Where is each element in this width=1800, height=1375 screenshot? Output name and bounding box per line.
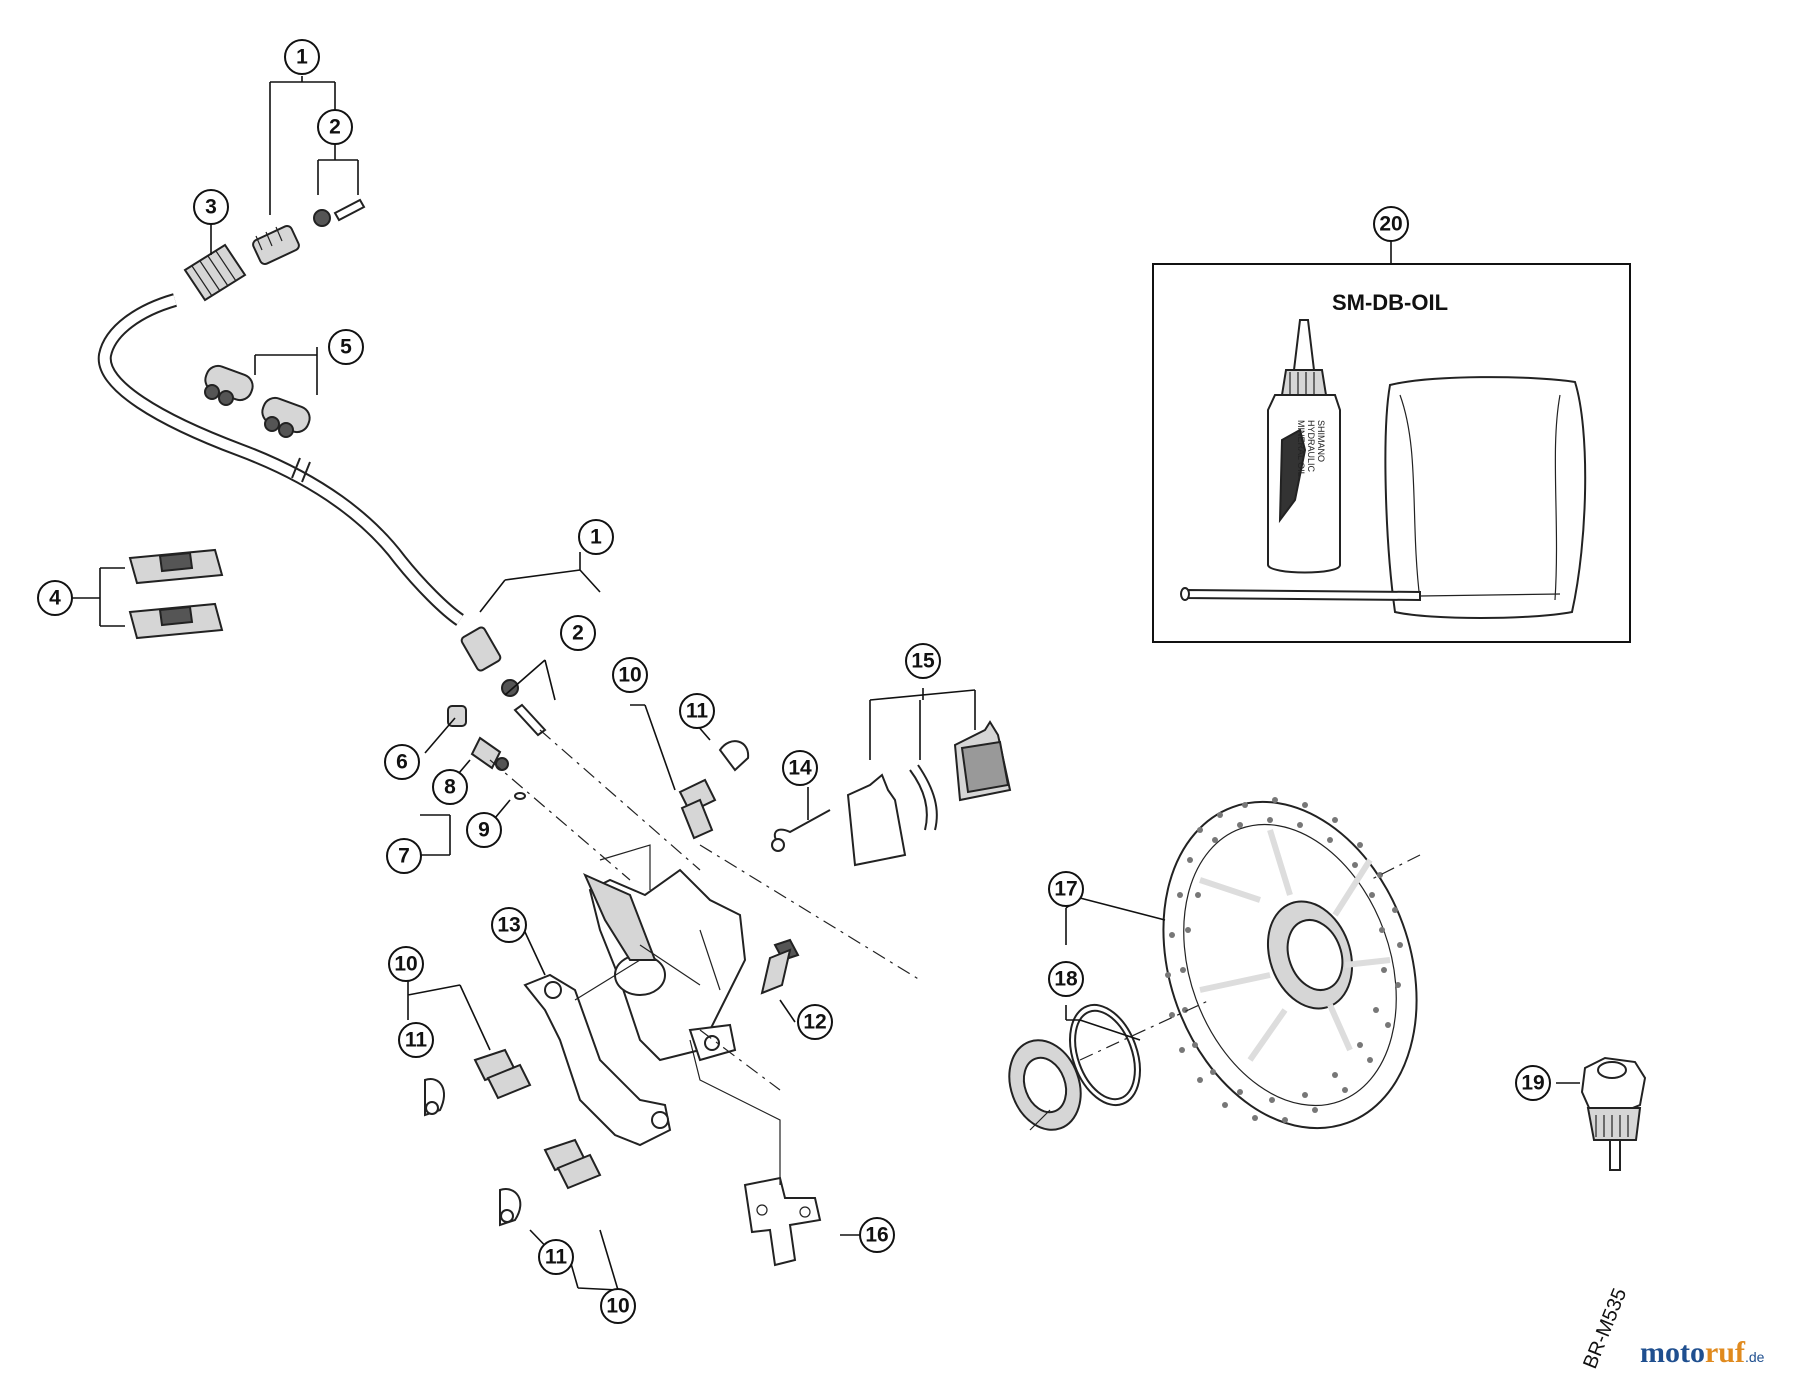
callout-number: 2 bbox=[572, 622, 584, 645]
callout-20: 20 bbox=[1373, 206, 1409, 242]
assembly-lines bbox=[489, 729, 1421, 1185]
model-code: BR-M535 bbox=[1579, 1285, 1631, 1372]
callout-number: 19 bbox=[1521, 1072, 1544, 1095]
callout-1-top: 1 bbox=[284, 39, 320, 75]
callout-number: 15 bbox=[911, 650, 935, 673]
oil-bottle: SHIMANO HYDRAULIC MINERAL OIL bbox=[1267, 319, 1341, 574]
mount-bolt-upper-part bbox=[678, 740, 750, 840]
callout-number: 2 bbox=[329, 116, 341, 139]
hose-clamp-part bbox=[204, 364, 311, 438]
callout-6: 6 bbox=[384, 744, 420, 780]
callout-10-lower: 10 bbox=[600, 1288, 636, 1324]
callout-10-upper: 10 bbox=[612, 657, 648, 693]
callout-number: 8 bbox=[444, 776, 456, 799]
callout-7: 7 bbox=[386, 838, 422, 874]
callout-number: 3 bbox=[205, 196, 217, 219]
pad-spacer-part bbox=[128, 548, 224, 640]
callout-5: 5 bbox=[328, 329, 364, 365]
callout-19: 19 bbox=[1515, 1065, 1551, 1101]
callout-number: 18 bbox=[1054, 968, 1078, 991]
callout-14: 14 bbox=[782, 750, 818, 786]
pad-retaining-pin-part bbox=[771, 809, 831, 852]
brand-main: moto bbox=[1640, 1336, 1705, 1369]
callout-number: 16 bbox=[865, 1224, 888, 1247]
olive-connector-part bbox=[252, 224, 300, 266]
callout-number: 9 bbox=[478, 819, 490, 842]
callout-16: 16 bbox=[859, 1217, 895, 1253]
callout-17: 17 bbox=[1048, 871, 1084, 907]
pad-spacer-16-part bbox=[743, 1176, 822, 1267]
callout-11-upper: 11 bbox=[679, 693, 715, 729]
brake-pads-part bbox=[846, 720, 1012, 867]
lock-ring-part bbox=[1008, 1003, 1141, 1131]
bottle-label-line-1: SHIMANO bbox=[1316, 420, 1326, 462]
caliper-body-part bbox=[583, 868, 747, 1062]
oil-kit-box: SM-DB-OIL SHIMANO HYDRAULIC MINERAL OIL bbox=[1152, 263, 1631, 643]
callout-4: 4 bbox=[37, 580, 73, 616]
callout-2-top: 2 bbox=[317, 109, 353, 145]
callout-number: 12 bbox=[803, 1011, 826, 1034]
callout-number: 11 bbox=[545, 1246, 568, 1269]
caliper-bolt-part bbox=[760, 938, 800, 995]
bottle-label-line-3: MINERAL OIL bbox=[1296, 420, 1306, 477]
callout-8: 8 bbox=[432, 769, 468, 805]
callout-9: 9 bbox=[466, 812, 502, 848]
oil-bag bbox=[1384, 376, 1587, 619]
callout-number: 10 bbox=[606, 1295, 629, 1318]
callout-number: 1 bbox=[296, 46, 308, 69]
callout-number: 4 bbox=[49, 587, 61, 610]
callout-18: 18 bbox=[1048, 961, 1084, 997]
mid-hose-fittings bbox=[460, 626, 547, 737]
callout-10-left: 10 bbox=[388, 946, 424, 982]
connector-boot-part bbox=[183, 243, 247, 302]
callout-number: 14 bbox=[788, 757, 812, 780]
callout-number: 11 bbox=[686, 700, 709, 723]
mount-adapter-part bbox=[523, 973, 672, 1147]
mount-bolt-lower-part bbox=[499, 1138, 602, 1227]
leader-lines bbox=[72, 76, 1580, 1307]
brand-accent: ruf bbox=[1705, 1336, 1746, 1369]
olive-insert-pin-part bbox=[313, 198, 366, 227]
brand-tld: .de bbox=[1745, 1349, 1765, 1365]
callout-number: 13 bbox=[497, 914, 520, 937]
callout-1-mid: 1 bbox=[578, 519, 614, 555]
brand-watermark: motoruf.de bbox=[1640, 1336, 1765, 1369]
callout-15: 15 bbox=[905, 643, 941, 679]
callout-number: 6 bbox=[396, 751, 408, 774]
disc-rotor-part bbox=[1162, 797, 1418, 1130]
callout-number: 10 bbox=[618, 664, 641, 687]
callout-number: 20 bbox=[1379, 213, 1402, 236]
callout-3: 3 bbox=[193, 189, 229, 225]
mount-bolt-left-part bbox=[424, 1048, 532, 1117]
bleed-tube bbox=[1180, 587, 1561, 602]
oil-kit-title: SM-DB-OIL bbox=[1332, 290, 1448, 315]
callout-12: 12 bbox=[797, 1004, 833, 1040]
callout-11-left: 11 bbox=[398, 1022, 434, 1058]
callout-number: 10 bbox=[394, 953, 417, 976]
lock-ring-tool-part bbox=[1580, 1056, 1647, 1171]
callout-number: 11 bbox=[405, 1029, 428, 1052]
callout-13: 13 bbox=[491, 907, 527, 943]
callout-number: 5 bbox=[340, 336, 352, 359]
brake-hose bbox=[97, 293, 465, 626]
callout-number: 1 bbox=[590, 526, 602, 549]
callout-2-mid: 2 bbox=[560, 615, 596, 651]
callout-11-lower: 11 bbox=[538, 1239, 574, 1275]
svg-text:motoruf.de: motoruf.de bbox=[1640, 1336, 1765, 1369]
callout-number: 7 bbox=[398, 845, 410, 868]
bottle-label-line-2: HYDRAULIC bbox=[1306, 420, 1316, 473]
callout-number: 17 bbox=[1054, 878, 1077, 901]
